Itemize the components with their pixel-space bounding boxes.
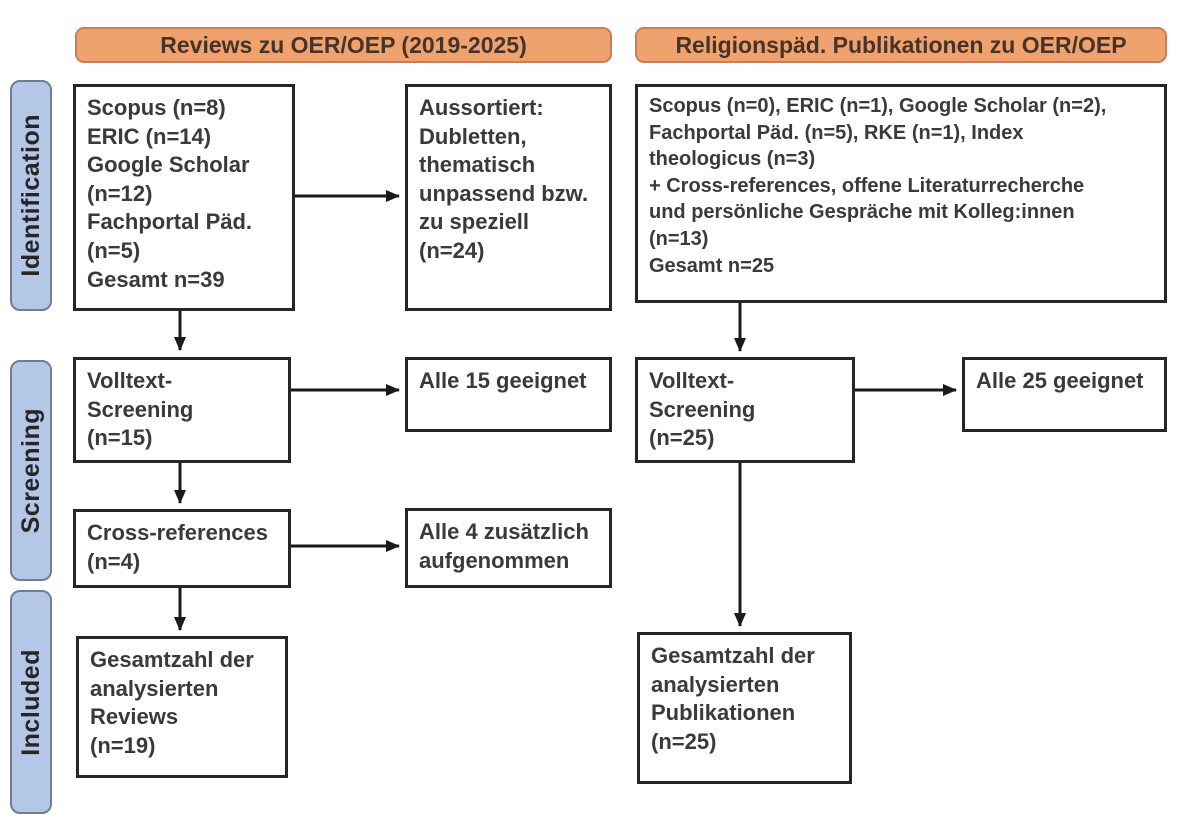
- column-header-reviews: Reviews zu OER/OEP (2019-2025): [75, 27, 612, 63]
- box-left-excluded: Aussortiert: Dubletten, thematisch unpas…: [405, 84, 612, 311]
- phase-label-screening-text: Screening: [16, 407, 45, 534]
- phase-label-included: Included: [10, 590, 52, 814]
- box-left-total-included: Gesamtzahl der analysierten Reviews (n=1…: [76, 636, 288, 778]
- phase-label-identification-text: Identification: [16, 114, 45, 277]
- box-right-all-eligible: Alle 25 geeignet: [962, 357, 1167, 432]
- box-right-identification-sources: Scopus (n=0), ERIC (n=1), Google Scholar…: [635, 84, 1167, 303]
- column-header-religionspaed: Religionspäd. Publikationen zu OER/OEP: [635, 27, 1167, 63]
- phase-label-included-text: Included: [16, 648, 45, 756]
- box-left-cross-references: Cross-references (n=4): [73, 509, 291, 588]
- box-right-fulltext-screening: Volltext- Screening (n=25): [635, 357, 855, 463]
- box-left-identification-sources: Scopus (n=8) ERIC (n=14) Google Scholar …: [73, 84, 295, 311]
- box-left-fulltext-screening: Volltext- Screening (n=15): [73, 357, 291, 463]
- phase-label-screening: Screening: [10, 360, 52, 581]
- box-right-total-included: Gesamtzahl der analysierten Publikatione…: [637, 632, 852, 784]
- box-left-additionally-included: Alle 4 zusätzlich aufgenommen: [405, 508, 612, 588]
- phase-label-identification: Identification: [10, 80, 52, 311]
- box-left-all-eligible: Alle 15 geeignet: [405, 357, 612, 432]
